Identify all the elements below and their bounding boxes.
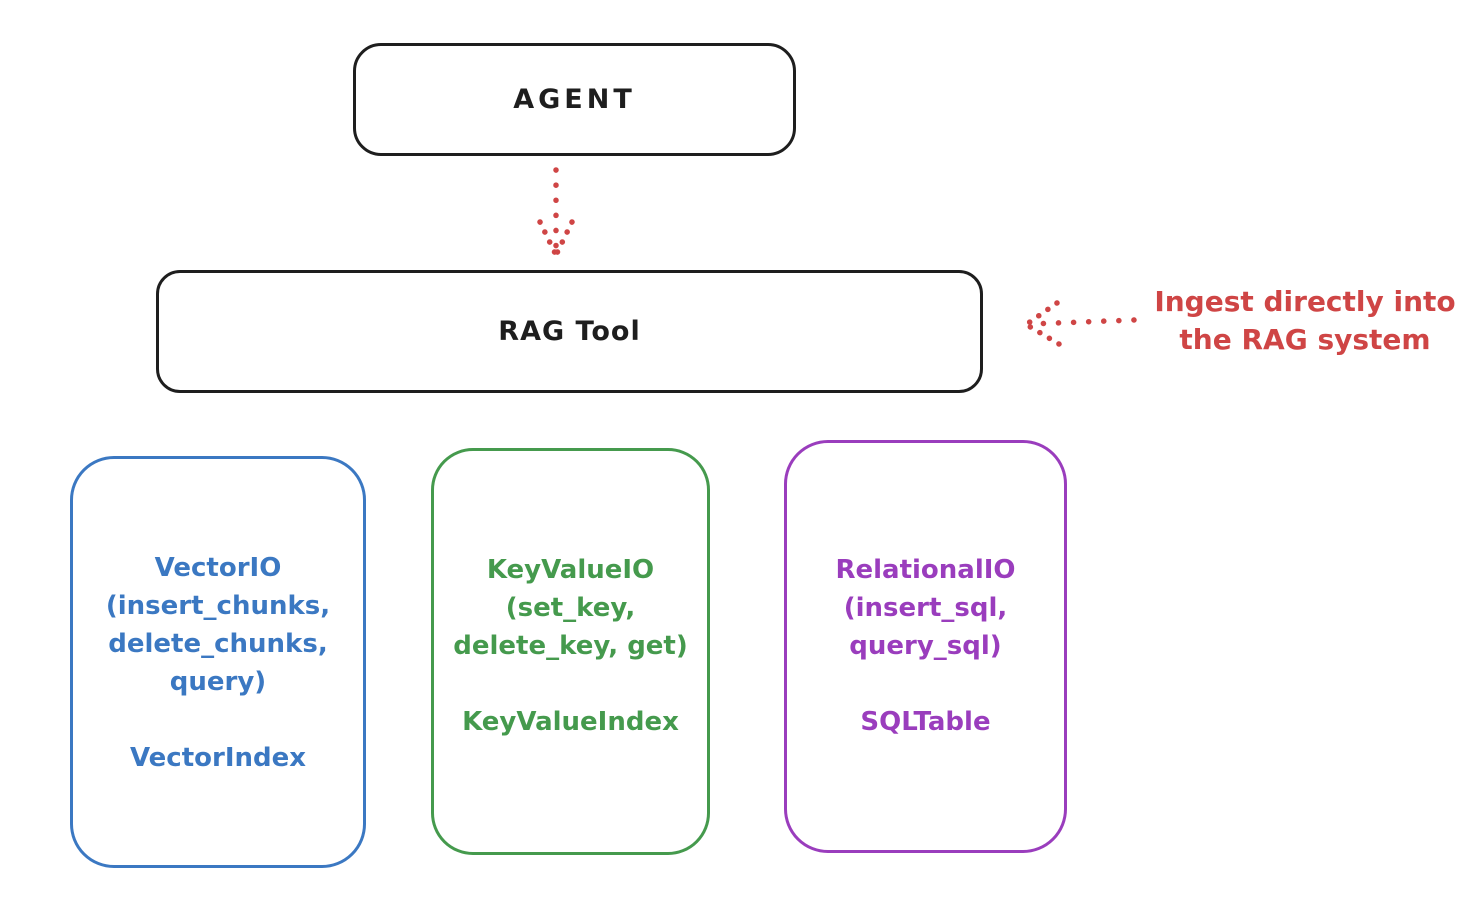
keyvalue-io-text: KeyValueIO (set_key, delete_key, get) Ke… [434, 551, 707, 741]
ingest-annotation-line1: Ingest directly into [1154, 285, 1456, 318]
storage-line: query) [169, 667, 267, 697]
relational-io-box: RelationalIO (insert_sql, query_sql) SQL… [784, 440, 1067, 853]
vector-index-label: VectorIndex [129, 743, 307, 773]
storage-line: delete_key, get) [453, 631, 688, 661]
storage-line: VectorIO [154, 553, 282, 583]
storage-line: query_sql) [849, 631, 1002, 661]
rag-tool-box: RAG Tool [156, 270, 983, 393]
sql-table-label: SQLTable [860, 707, 991, 737]
vector-io-box: VectorIO (insert_chunks, delete_chunks, … [70, 456, 366, 868]
rag-tool-label: RAG Tool [498, 316, 641, 347]
storage-line: (insert_chunks, [105, 591, 331, 621]
storage-line: (set_key, [505, 593, 636, 623]
storage-line: delete_chunks, [108, 629, 328, 659]
ingest-annotation: Ingest directly into the RAG system [1140, 283, 1470, 359]
agent-box: AGENT [353, 43, 796, 156]
agent-label: AGENT [513, 84, 636, 115]
spacer [434, 665, 707, 703]
storage-line: (insert_sql, [843, 593, 1008, 623]
storage-line: RelationalIO [835, 555, 1016, 585]
annotation-to-ragtool-arrow-icon [1024, 300, 1137, 347]
agent-to-ragtool-arrow-icon [537, 167, 575, 256]
vector-io-text: VectorIO (insert_chunks, delete_chunks, … [73, 549, 363, 777]
storage-line: KeyValueIO [486, 555, 655, 585]
spacer [787, 665, 1064, 703]
spacer [73, 701, 363, 739]
relational-io-text: RelationalIO (insert_sql, query_sql) SQL… [787, 551, 1064, 741]
keyvalue-io-box: KeyValueIO (set_key, delete_key, get) Ke… [431, 448, 710, 855]
keyvalue-index-label: KeyValueIndex [462, 707, 679, 737]
ingest-annotation-line2: the RAG system [1179, 323, 1431, 356]
